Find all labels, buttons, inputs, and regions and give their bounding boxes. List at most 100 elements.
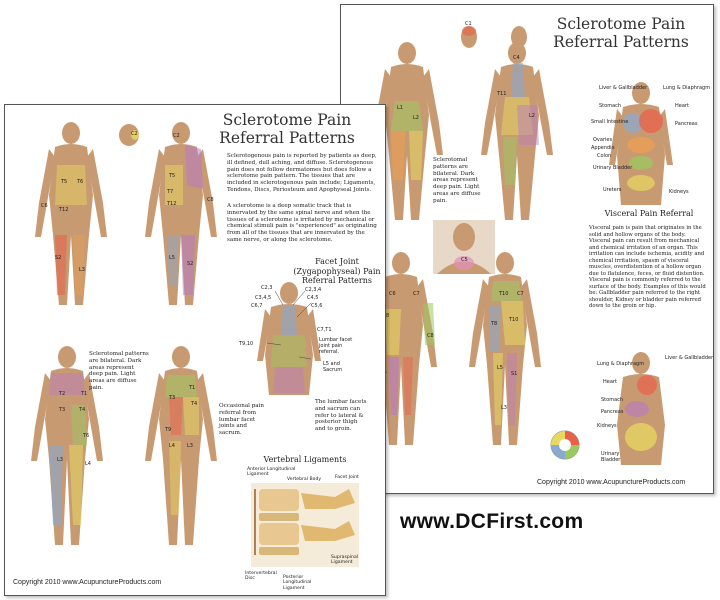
body-label: T3 [59, 407, 66, 413]
body-label: L3 [79, 267, 85, 273]
body-label: C2 [131, 131, 138, 137]
body-label: C2 [173, 133, 180, 139]
organ-label: Heart [675, 103, 689, 109]
organ-label: Urinary Bladder [593, 165, 633, 171]
visceral-title: Visceral Pain Referral [604, 209, 694, 218]
neck-back-illustration [433, 220, 495, 274]
organ-label: Stomach [599, 103, 622, 109]
body-label: C6 [41, 203, 48, 209]
body-label: T5 [169, 173, 176, 179]
front-copyright: Copyright 2010 www.AcupunctureProducts.c… [13, 579, 162, 586]
body-label: C7 [517, 291, 524, 297]
facet-leader-lines [266, 290, 312, 360]
body-label: T2 [59, 391, 66, 397]
facet-title: Facet Joint (Zygapophyseal) Pain Referra… [293, 257, 381, 285]
organ-label: Small Intestine [591, 119, 629, 125]
organ-label: Colon [597, 153, 612, 159]
organ-label: Kidneys [597, 423, 617, 429]
intro-paragraph-2: A sclerotome is a deep somatic track tha… [227, 203, 377, 243]
body-label: L2 [529, 113, 535, 119]
organ-label: Ureters [603, 187, 622, 193]
body-label: T4 [191, 401, 198, 407]
back-poster: Sclerotome Pain Referral Patterns [340, 4, 714, 494]
organ-label: Appendix [591, 145, 615, 151]
head-front-illustration [461, 26, 477, 48]
brand-url: www.DCFirst.com [400, 510, 584, 533]
figure-front-top [35, 122, 107, 305]
ligament-label: Supraspinal Ligament [331, 555, 359, 566]
body-label: L4 [169, 443, 175, 449]
back-copyright: Copyright 2010 www.AcupunctureProducts.c… [537, 479, 686, 486]
body-label: T4 [79, 407, 86, 413]
figure-back-bottom [145, 346, 217, 545]
ligament-title: Vertebral Ligaments [263, 455, 347, 464]
facet-label: Lumbar facet joint pain referral. [319, 337, 353, 355]
facet-label: C4,5 [307, 295, 319, 301]
body-label: T6 [83, 433, 90, 439]
body-label: C8 [207, 197, 214, 203]
organ-label: Pancreas [675, 121, 698, 127]
body-label: L5 [497, 365, 503, 371]
body-label: C8 [427, 333, 434, 339]
body-label: T11 [497, 91, 507, 97]
intro-paragraph-1: Sclerotogenous pain is reported by patie… [227, 153, 377, 193]
facet-label: L5 and Sacrum [323, 361, 343, 373]
organ-label: Ovaries [593, 137, 613, 143]
back-poster-title: Sclerotome Pain Referral Patterns [553, 15, 689, 51]
visceral-paragraph: Visceral pain is pain that originates in… [589, 225, 706, 309]
body-label: L4 [85, 461, 91, 467]
ligament-label: Facet Joint [335, 475, 359, 480]
body-label: L2 [413, 115, 419, 121]
body-label: T10 [499, 291, 509, 297]
organ-label: Lung & Diaphragm [597, 361, 645, 367]
body-label: T8 [383, 313, 390, 319]
front-poster-title: Sclerotome Pain Referral Patterns [219, 111, 355, 147]
body-label: T8 [491, 321, 498, 327]
body-label: T6 [77, 179, 84, 185]
color-wheel-logo [550, 430, 580, 460]
body-label: C1 [465, 21, 472, 27]
organ-label: Urinary Bladder [601, 451, 621, 463]
body-label: T1 [81, 391, 88, 397]
body-label: C6 [389, 291, 396, 297]
body-label: T9 [165, 427, 172, 433]
organ-label: Liver & Gallbladder [665, 355, 714, 361]
organ-label: Heart [603, 379, 617, 385]
organ-label: Stomach [601, 397, 624, 403]
lumbar-note: The lumbar facets and sacrum can refer t… [315, 399, 367, 433]
facet-label: C3,4,5 [255, 295, 272, 301]
vertebral-ligament-illustration [251, 483, 359, 567]
occasional-note: Occasional pain referral from lumbar fac… [219, 403, 265, 437]
front-poster: Sclerotome Pain Referral Patterns [4, 104, 386, 596]
body-label: T12 [59, 207, 69, 213]
body-label: S1 [511, 371, 518, 377]
body-label: C7 [413, 291, 420, 297]
head-side-illustration [119, 124, 139, 146]
body-label: C5 [461, 257, 468, 263]
organ-label: Pancreas [601, 409, 624, 415]
organ-label: Lung & Diaphragm [663, 85, 711, 91]
bilateral-note: Sclerotomal patterns are bilateral. Dark… [89, 351, 149, 391]
body-label: T3 [169, 395, 176, 401]
body-label: L5 [169, 255, 175, 261]
ligament-label: Anterior Longitudinal Ligament [247, 467, 296, 478]
facet-label: T9,10 [239, 341, 254, 347]
visceral-figure-back [617, 352, 665, 465]
figure-back-top [481, 42, 553, 220]
facet-label: C7,T1 [317, 327, 332, 333]
facet-label: C2,3 [261, 285, 273, 291]
bilateral-note: Sclerotomal patterns are bilateral. Dark… [433, 157, 481, 204]
body-label: L3 [187, 443, 193, 449]
body-label: L1 [397, 105, 403, 111]
body-label: T12 [167, 201, 177, 207]
facet-label: C5,6 [311, 303, 323, 309]
ligament-label: Vertebral Body [287, 477, 322, 482]
body-label: L3 [57, 457, 63, 463]
figure-back-bottom [469, 252, 541, 445]
organ-label: Kidneys [669, 189, 689, 195]
body-label: T5 [61, 179, 68, 185]
figure-front-bottom [31, 346, 103, 545]
visceral-figure-front [609, 82, 673, 205]
body-label: C4 [513, 55, 520, 61]
facet-figure [257, 282, 321, 395]
